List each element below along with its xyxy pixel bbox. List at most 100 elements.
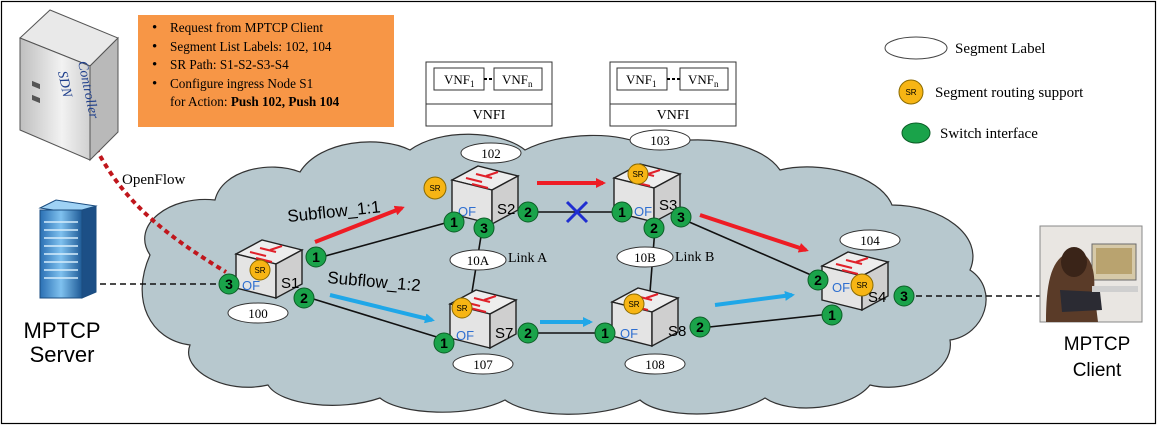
switch-name-s3: S3 bbox=[659, 197, 677, 214]
segment-label-s8-text: 108 bbox=[645, 357, 665, 372]
segment-label-s7-text: 107 bbox=[473, 357, 493, 372]
svg-text:1: 1 bbox=[450, 214, 458, 230]
segment-label-s4-text: 104 bbox=[860, 233, 880, 248]
link-b-text: Link B bbox=[675, 250, 714, 265]
of-label-s4: OF bbox=[832, 280, 850, 295]
segment-label-s1 bbox=[227, 302, 289, 324]
sdn-controller-icon[interactable]: SDN Controller bbox=[19, 9, 119, 162]
switch-name-s4: S4 bbox=[868, 289, 886, 306]
server-label-2: Server bbox=[30, 342, 95, 367]
svg-text:3: 3 bbox=[677, 209, 685, 225]
client-label-1: MPTCP bbox=[1064, 334, 1131, 355]
link-a-label-text: 10A bbox=[467, 253, 490, 268]
vnfi-left-title: VNFI bbox=[473, 108, 506, 123]
of-label-s7: OF bbox=[456, 328, 474, 343]
client-label-2: Client bbox=[1073, 360, 1122, 381]
action-prefix: for Action: bbox=[170, 94, 228, 110]
svg-text:2: 2 bbox=[524, 204, 532, 220]
vnfi-right-vnf1: VNF1 bbox=[626, 72, 657, 89]
switch-s2[interactable]: OF S2 bbox=[451, 165, 519, 225]
port-s4-2: 2 bbox=[807, 269, 829, 291]
legend-switch-interface-icon bbox=[901, 122, 931, 144]
of-label-s3: OF bbox=[634, 204, 652, 219]
switch-s3[interactable]: SR OF S3 bbox=[613, 163, 681, 223]
link-a-label bbox=[449, 249, 507, 271]
port-s3-3: 3 bbox=[670, 206, 692, 228]
sr-badge-s8: SR bbox=[628, 300, 639, 309]
svg-text:3: 3 bbox=[900, 288, 908, 304]
of-label-s1: OF bbox=[242, 278, 260, 293]
svg-text:2: 2 bbox=[696, 319, 704, 335]
svg-text:SR: SR bbox=[429, 184, 440, 193]
svg-text:1: 1 bbox=[828, 307, 836, 323]
subflow1-arrow-3 bbox=[699, 213, 809, 253]
sr-badge-s1: SR bbox=[254, 266, 265, 275]
segment-label-s8 bbox=[624, 353, 686, 375]
port-s2-3: 3 bbox=[473, 217, 495, 239]
port-s3-2: 2 bbox=[643, 217, 665, 239]
legend-segment-label-icon bbox=[884, 36, 948, 60]
link-failure-cross-icon bbox=[565, 200, 589, 224]
switch-s1[interactable]: SR OF S1 bbox=[235, 239, 303, 299]
segment-label-s2 bbox=[460, 142, 522, 164]
port-s4-1: 1 bbox=[821, 304, 843, 326]
vnfi-left[interactable]: VNF1 VNFn VNFI bbox=[425, 61, 553, 127]
legend: Segment Label SR Segment routing support… bbox=[884, 36, 1084, 144]
request-info-item: Request from MPTCP Client bbox=[152, 19, 388, 38]
switch-name-s8: S8 bbox=[668, 323, 686, 340]
port-s2-1: 1 bbox=[443, 211, 465, 233]
port-s1-3: 3 bbox=[218, 273, 240, 295]
network-cloud bbox=[141, 133, 987, 415]
mptcp-client-icon[interactable] bbox=[1039, 225, 1143, 323]
mptcp-server-icon[interactable] bbox=[38, 199, 98, 299]
openflow-connection bbox=[90, 139, 228, 274]
segment-label-s1-text: 100 bbox=[248, 306, 268, 321]
link-b-label-text: 10B bbox=[634, 250, 656, 265]
svg-text:3: 3 bbox=[225, 276, 233, 292]
vnfi-right-vnfn: VNFn bbox=[688, 72, 719, 89]
of-label-s8: OF bbox=[620, 326, 638, 341]
link-a-text: Link A bbox=[508, 251, 548, 266]
switch-s4[interactable]: SR OF S4 bbox=[821, 251, 889, 311]
vnfi-right-title: VNFI bbox=[657, 108, 690, 123]
port-s7-1: 1 bbox=[433, 332, 455, 354]
legend-sr-icon bbox=[898, 79, 924, 105]
segment-label-s2-text: 102 bbox=[481, 146, 501, 161]
vnfi-right[interactable]: VNF1 VNFn VNFI bbox=[609, 61, 737, 127]
svg-text:2: 2 bbox=[300, 290, 308, 306]
subflow2-arrow-1 bbox=[329, 293, 435, 324]
svg-text:2: 2 bbox=[650, 220, 658, 236]
action-value: Push 102, Push 104 bbox=[230, 94, 340, 110]
request-info-item: SR Path: S1-S2-S3-S4 bbox=[152, 56, 388, 75]
vnfi-left-vnfn: VNFn bbox=[502, 72, 533, 89]
segment-label-s7 bbox=[452, 353, 514, 375]
switch-s7[interactable]: SR OF S7 bbox=[449, 289, 517, 349]
legend-segment-label-text: Segment Label bbox=[955, 41, 1045, 57]
svg-text:2: 2 bbox=[814, 272, 822, 288]
port-s3-1: 1 bbox=[611, 201, 633, 223]
svg-text:SR: SR bbox=[905, 88, 916, 97]
of-label-s2: OF bbox=[458, 204, 476, 219]
link-s1-s7 bbox=[306, 296, 441, 339]
switch-s8[interactable]: SR OF S8 bbox=[611, 287, 686, 347]
svg-text:3: 3 bbox=[480, 220, 488, 236]
request-info-item: Configure ingress Node S1 bbox=[152, 75, 388, 94]
link-s1-s2 bbox=[317, 221, 450, 259]
link-s8-s4 bbox=[699, 313, 831, 329]
svg-text:1: 1 bbox=[601, 325, 609, 341]
switch-name-s7: S7 bbox=[495, 325, 513, 342]
port-s1-2: 2 bbox=[293, 287, 315, 309]
port-s1-1: 1 bbox=[305, 246, 327, 268]
sr-badge-s7: SR bbox=[456, 304, 467, 313]
request-action-line: for Action: Push 102, Push 104 bbox=[148, 93, 388, 112]
sr-badge-s3: SR bbox=[632, 170, 643, 179]
svg-text:1: 1 bbox=[440, 335, 448, 351]
link-s3-s4 bbox=[679, 217, 819, 279]
port-s2-2: 2 bbox=[517, 201, 539, 223]
port-s8-2: 2 bbox=[689, 316, 711, 338]
request-info-list: Request from MPTCP Client Segment List L… bbox=[148, 19, 388, 93]
subflow2-arrow-3 bbox=[714, 290, 795, 307]
